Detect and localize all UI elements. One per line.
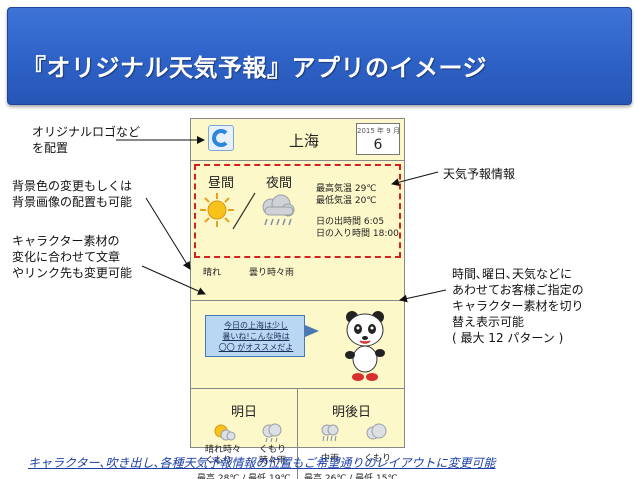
weather-info-frame (194, 164, 401, 258)
day-after-weather-1: 中雨 (321, 454, 340, 464)
date-year-month: 2015 年 9 月 (357, 127, 400, 135)
cloud-rain-icon (262, 423, 282, 443)
panda-character[interactable] (339, 307, 391, 385)
forecast-divider (297, 389, 298, 479)
rain-cloud-icon (262, 194, 295, 226)
title-banner: 『オリジナル天気予報』アプリのイメージ (7, 7, 632, 105)
tomorrow-weather-2: くもり 時々雨 (259, 445, 287, 466)
tomorrow-weather-1: 晴れ時々 くもり (205, 445, 242, 466)
arrow-background (145, 197, 191, 270)
app-header: 上海 2015 年 9 月 6 (191, 119, 404, 161)
app-mockup: 上海 2015 年 9 月 6 昼間 夜間 (190, 118, 405, 479)
night-weather: 曇り時々雨 (249, 268, 295, 278)
night-label: 夜間 (266, 176, 293, 191)
day-after-title: 明後日 (332, 405, 372, 420)
annotation-logo: オリジナルロゴなど を配置 (32, 125, 141, 155)
footer-note: キャラクター､吹き出し､各種天気予報情報の位置もご希望通りのレイアウトに変更可能 (28, 456, 496, 470)
sunrise-time: 日の出時間 6:05 (316, 217, 385, 227)
city-name: 上海 (289, 132, 320, 150)
slash-divider (232, 192, 256, 230)
character-message-section: 今日の上海は少し 暑いね!こんな時は 〇〇 がオススメだよ (191, 301, 404, 389)
speech-bubble[interactable]: 今日の上海は少し 暑いね!こんな時は 〇〇 がオススメだよ (205, 315, 305, 357)
sunset-time: 日の入り時間 18:00 (316, 229, 399, 239)
forecast-section: 明日 晴れ時々 くもり くもり 時々雨 最高 28℃ / 最低 19℃ 明後日 … (191, 389, 404, 479)
day-after-temps: 最高 26℃ / 最低 15℃ (304, 474, 398, 479)
day-label: 昼間 (208, 176, 235, 191)
tomorrow-title: 明日 (231, 405, 258, 420)
date-box: 2015 年 9 月 6 (356, 123, 400, 155)
min-temp: 最低気温 20℃ (316, 196, 377, 206)
day-weather: 晴れ (203, 268, 222, 278)
annotation-weather-info: 天気予報情報 (443, 167, 516, 181)
annotation-background: 背景色の変更もしくは 背景画像の配置も可能 (12, 179, 133, 209)
annotation-character: キャラクター素材の 変化に合わせて文章 やリンク先も変更可能 (12, 234, 133, 280)
today-weather-section: 昼間 夜間 最高気温 29℃ 最低 (191, 161, 404, 301)
rain-icon (321, 424, 339, 442)
annotation-switch: 時間､曜日､天気などに あわせてお客様ご指定の キャラクター素材を切り 替え表示… (452, 267, 584, 345)
max-temp: 最高気温 29℃ (316, 184, 377, 194)
arrow-switch (399, 289, 447, 303)
partly-sunny-icon (214, 424, 236, 441)
logo-c-icon (208, 125, 234, 151)
bubble-message: 今日の上海は少し 暑いね!こんな時は 〇〇 がオススメだよ (218, 321, 294, 352)
banner-title: 『オリジナル天気予報』アプリのイメージ (22, 54, 488, 82)
date-day: 6 (373, 137, 383, 153)
bubble-tail (305, 325, 319, 337)
cloud-icon (366, 423, 387, 440)
tomorrow-temps: 最高 28℃ / 最低 19℃ (197, 474, 291, 479)
day-after-weather-2: くもり (364, 454, 392, 464)
sun-icon (200, 193, 234, 227)
